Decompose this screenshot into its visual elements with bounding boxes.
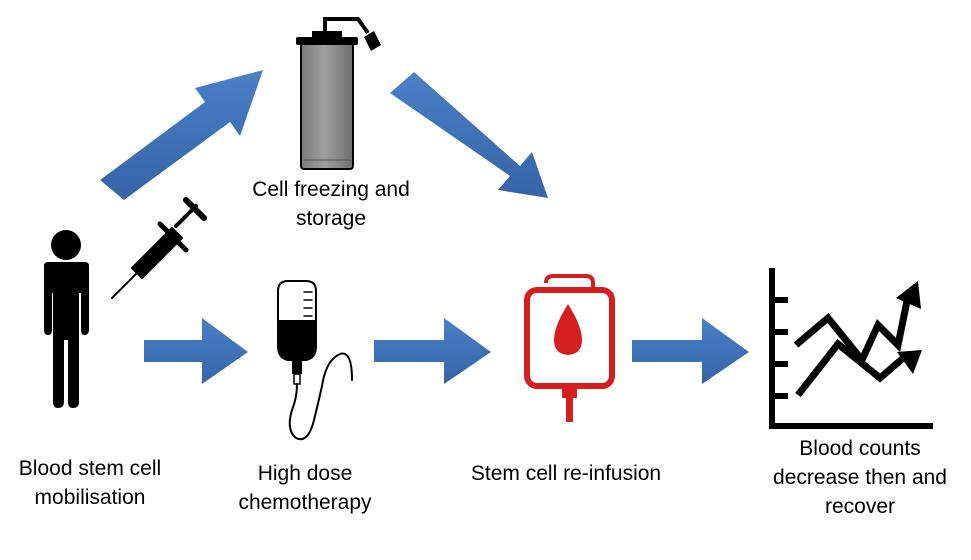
chemo-line-1: High dose [257,462,353,485]
recovery-line-1: Blood counts [799,437,921,460]
step-recovery-label: Blood counts decrease then and recover [753,434,967,521]
arrow-to-freezing [100,70,263,200]
person-icon [44,230,89,408]
arrow-from-freezing [390,72,548,198]
blood-bag-icon [524,274,615,422]
step-reinfusion-label: Stem cell re-infusion [446,459,686,488]
freezing-line-2: storage [295,207,367,230]
arrow-to-chemo [144,318,248,384]
step-freezing-label: Cell freezing and storage [226,175,436,233]
recovery-line-2: decrease then and [773,466,947,489]
arrow-to-reinfusion [374,318,491,384]
mobilisation-line-2: mobilisation [34,486,146,509]
step-mobilisation-label: Blood stem cell mobilisation [0,454,180,512]
mobilisation-line-1: Blood stem cell [18,457,162,480]
reinfusion-line-1: Stem cell re-infusion [470,462,662,485]
step-chemo-label: High dose chemotherapy [210,459,400,517]
freezing-line-1: Cell freezing and [252,178,410,201]
iv-chemo-bag-icon [277,280,353,441]
blood-count-chart-icon [769,268,933,429]
recovery-line-3: recover [824,495,896,518]
arrow-to-recovery [632,318,749,384]
freezer-tube-icon [296,17,381,170]
syringe-icon [111,197,207,299]
chemo-line-2: chemotherapy [238,491,372,514]
